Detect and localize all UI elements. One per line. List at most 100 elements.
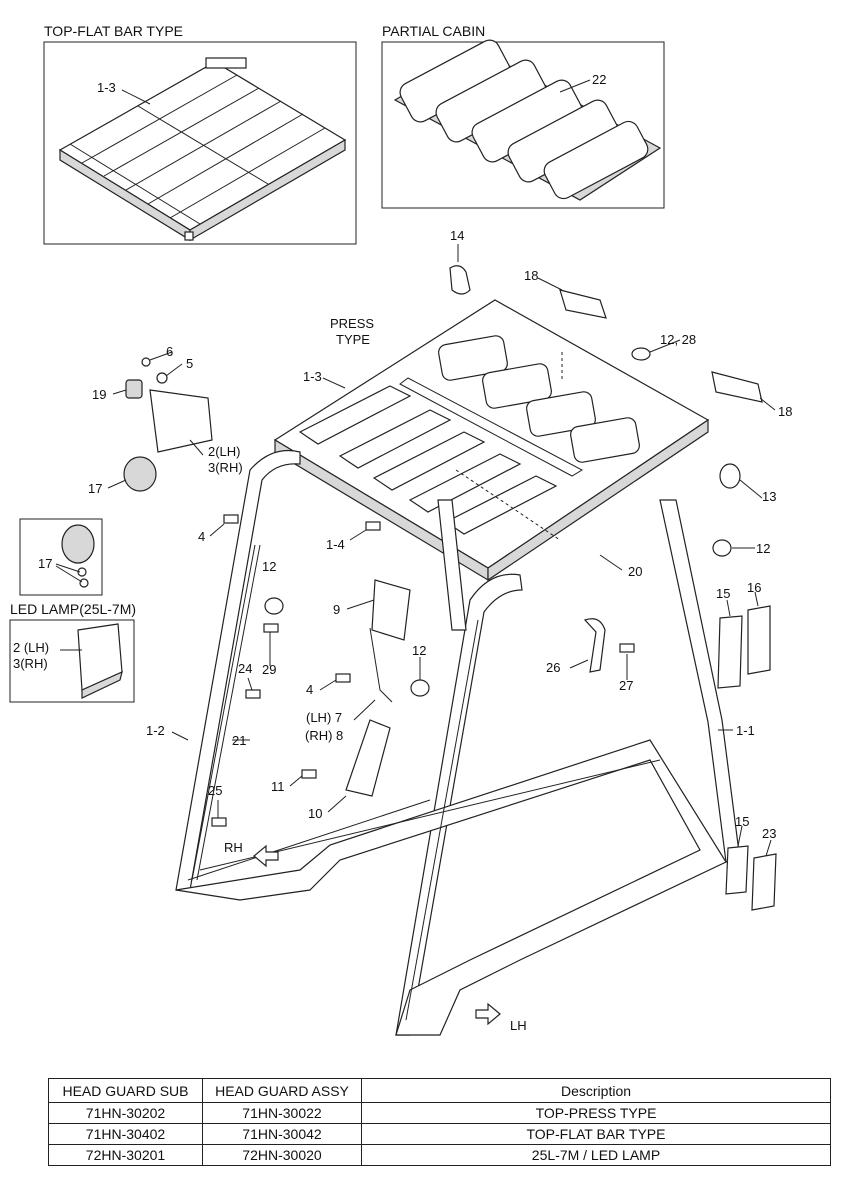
table-cell: 25L-7M / LED LAMP [361,1144,831,1166]
table-cell: 71HN-30402 [48,1123,203,1145]
label-rh: RH [224,840,243,855]
part-6-icon [141,357,151,367]
part-10-grip-icon [345,719,391,797]
callout-7: (LH) 7 [306,710,342,725]
callout-inset-17: 17 [38,556,52,571]
part-18b-icon [711,371,763,403]
callout-24: 24 [238,661,252,676]
table-row: 71HN-30402 71HN-30042 TOP-FLAT BAR TYPE [48,1123,831,1145]
callout-4a: 4 [198,529,205,544]
callout-20: 20 [628,564,642,579]
inset-top-flat-bar: TOP-FLAT BAR TYPE 1-3 [43,23,357,245]
bolt-24-icon [245,689,261,699]
part-23-icon [751,853,777,911]
callout-12b: 12 [756,541,770,556]
callout-14: 14 [450,228,464,243]
callout-25: 25 [208,783,222,798]
part-26-icon [583,618,606,673]
cabin-panels-drawing [393,39,662,201]
callout-1-1: 1-1 [736,723,755,738]
head-guard-diagram: TOP-FLAT BAR TYPE 1-3 PARTIAL CABIN [9,23,792,1036]
callout-1-3: 1-3 [303,369,322,384]
callout-4b: 4 [306,682,313,697]
callout-15b: 15 [735,814,749,829]
callout-27: 27 [619,678,633,693]
table-cell: 72HN-30201 [48,1144,203,1166]
callout-6: 6 [166,344,173,359]
part-2-3-bracket-icon [149,389,213,453]
table-cell: 71HN-30042 [202,1123,362,1145]
part-15a-icon [717,615,743,689]
part-17-lamp-icon [123,456,157,492]
callout-10: 10 [308,806,322,821]
callout-21: 21 [232,733,246,748]
callout-cabin-22: 22 [592,72,606,87]
part-13-icon [719,463,741,489]
callout-16: 16 [747,580,761,595]
inset-partial-cabin-title: PARTIAL CABIN [382,23,485,39]
part-5-icon [156,372,168,384]
bolt-29-icon [263,623,279,633]
part-12-28-icon [631,347,651,361]
callout-press-1: PRESS [330,316,374,331]
inset-partial-cabin: PARTIAL CABIN 22 [381,23,665,209]
part-7-8-stay-icon [369,627,393,703]
table-cell: 71HN-30022 [202,1102,362,1124]
part-16-icon [747,605,771,675]
led-label-lh: 2 (LH) [13,640,49,655]
callout-19: 19 [92,387,106,402]
callout-29: 29 [262,662,276,677]
leader-lines [107,244,776,857]
callout-12a: 12 [262,559,276,574]
rh-arrow-icon [253,844,279,868]
part-15b-icon [725,845,749,895]
inset-top-flat-title: TOP-FLAT BAR TYPE [44,23,183,39]
table-header-sub: HEAD GUARD SUB [48,1078,203,1103]
callout-flat-1-3: 1-3 [97,80,116,95]
table-cell: TOP-FLAT BAR TYPE [361,1123,831,1145]
inset-lamp-17: 17 [19,518,103,596]
bolt-4a-icon [223,514,239,524]
callout-15a: 15 [716,586,730,601]
table-cell: 71HN-30202 [48,1102,203,1124]
table-cell: TOP-PRESS TYPE [361,1102,831,1124]
head-guard-main-drawing [175,299,741,1036]
callout-18a: 18 [524,268,538,283]
part-18a-icon [559,289,607,319]
callout-23: 23 [762,826,776,841]
lh-arrow-icon [475,1002,501,1026]
callout-12c: 12 [412,643,426,658]
part-12-left-icon [264,597,284,615]
callout-13: 13 [762,489,776,504]
inset-led-lamp: LED LAMP(25L-7M) 2 (LH) 3(RH) [9,601,136,703]
callout-3rh: 3(RH) [208,460,243,475]
callout-17: 17 [88,481,102,496]
bolt-4b-icon [335,673,351,683]
callout-1-4: 1-4 [326,537,345,552]
part-19-icon [125,379,143,399]
table-header-description: Description [361,1078,831,1103]
led-label-rh: 3(RH) [13,656,48,671]
part-12-mid-icon [410,679,430,697]
callout-press-2: TYPE [336,332,370,347]
bolt-27-icon [619,643,635,653]
callout-labels: PRESS TYPE 14 18 18 12, 28 6 5 19 1-3 2(… [88,228,792,1033]
bolt-1-4-icon [365,521,381,531]
callout-26: 26 [546,660,560,675]
callout-11: 11 [271,779,285,794]
part-14-icon [449,265,471,295]
part-9-mirror-icon [371,579,411,641]
callout-5: 5 [186,356,193,371]
table-row: 72HN-30201 72HN-30020 25L-7M / LED LAMP [48,1144,831,1166]
part-12-right-icon [712,539,732,557]
table-header-row: HEAD GUARD SUB HEAD GUARD ASSY Descripti… [48,1078,831,1103]
bolt-11-icon [301,769,317,779]
callout-9: 9 [333,602,340,617]
bolt-25-icon [211,817,227,827]
table-row: 71HN-30202 71HN-30022 TOP-PRESS TYPE [48,1102,831,1124]
lamp-17-inset-icon [61,524,95,564]
callout-1-2: 1-2 [146,723,165,738]
led-lamp-title: LED LAMP(25L-7M) [10,601,136,617]
direction-arrows [253,844,501,1026]
callout-18b: 18 [778,404,792,419]
